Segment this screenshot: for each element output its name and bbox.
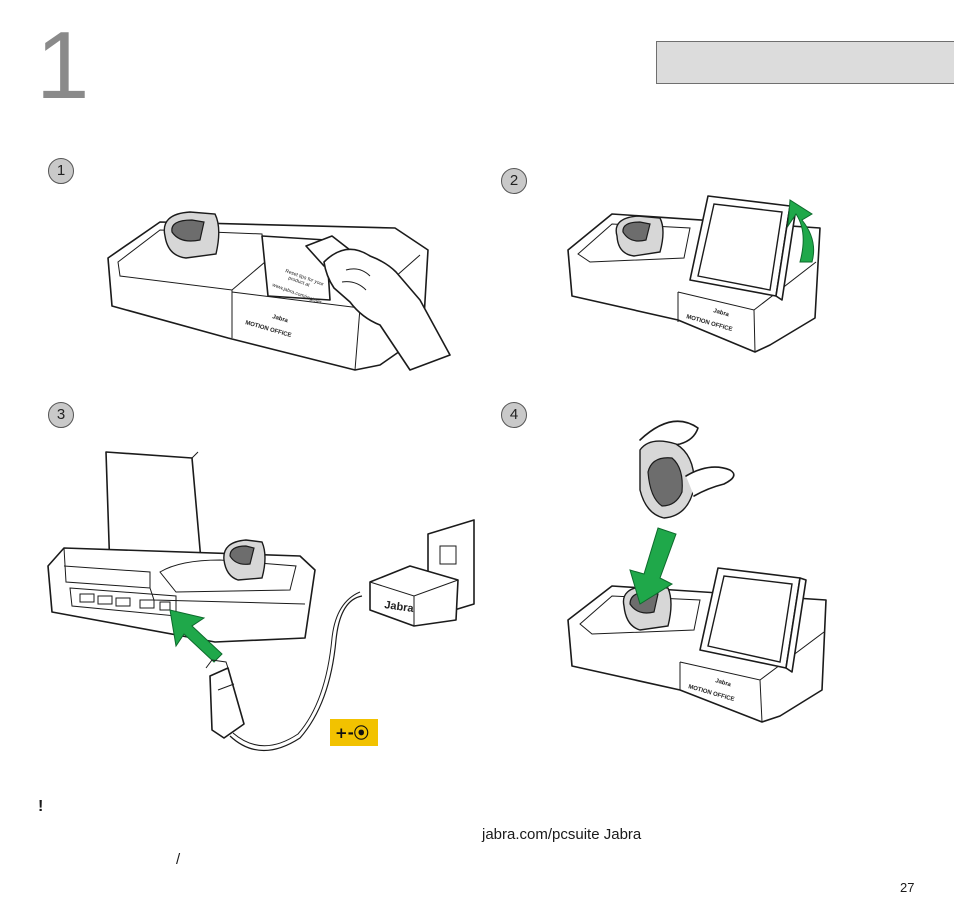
step-badge-3: 3 <box>48 402 74 428</box>
step2-brand: Jabra <box>712 308 730 318</box>
slash-text: / <box>176 851 181 868</box>
header-bar <box>656 41 954 84</box>
step-badge-2: 2 <box>501 168 527 194</box>
pcsuite-note: jabra.com/pcsuite Jabra <box>482 826 642 843</box>
polarity-symbol: +-⦿ <box>330 719 378 746</box>
warning-mark: ! <box>38 798 44 815</box>
chapter-number: 1 <box>36 12 89 119</box>
adapter-brand: Jabra <box>384 599 416 615</box>
page-number: 27 <box>900 880 915 895</box>
step4-brand: Jabra <box>714 678 732 688</box>
polarity-symbol-text: +-⦿ <box>335 724 369 742</box>
step-badge-4: 4 <box>501 402 527 428</box>
step1-brand: Jabra <box>271 314 289 324</box>
step-badge-1: 1 <box>48 158 74 184</box>
